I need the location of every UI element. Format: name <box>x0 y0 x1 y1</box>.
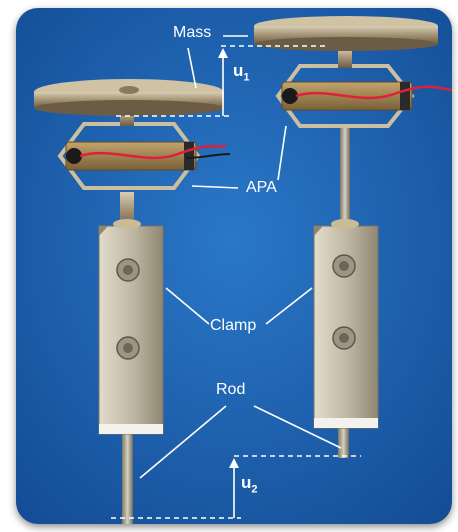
right-apa <box>275 64 452 128</box>
clamp-label: Clamp <box>210 317 257 334</box>
apa-label: APA <box>246 179 277 196</box>
mass-label: Mass <box>173 24 212 41</box>
apa-leader-left <box>191 185 239 189</box>
right-clamp <box>313 225 379 429</box>
clamp-leader-left <box>165 287 210 325</box>
left-clamp <box>98 225 164 435</box>
photo-frame <box>16 8 452 524</box>
apa-leader-right <box>277 125 287 181</box>
right-actuator <box>254 16 452 458</box>
right-mass <box>254 16 438 51</box>
left-mass <box>34 79 224 116</box>
right-rod <box>338 420 349 458</box>
rod-label: Rod <box>216 381 246 398</box>
mass-leader-left <box>187 47 197 89</box>
u1-label: u1 <box>233 62 250 83</box>
u1-subscript: 1 <box>243 71 250 84</box>
actuator-photo <box>16 8 452 524</box>
annotation-lines <box>111 35 361 519</box>
left-rod <box>122 428 133 524</box>
left-apa <box>57 122 231 190</box>
clamp-leader-right <box>265 287 313 325</box>
u2-symbol: u <box>241 473 252 492</box>
u2-label: u2 <box>241 474 258 495</box>
u1-symbol: u <box>233 61 244 80</box>
rod-leader-left <box>139 405 227 479</box>
rod-leader-right <box>253 405 342 449</box>
u2-subscript: 2 <box>251 483 258 496</box>
left-actuator <box>34 79 231 524</box>
